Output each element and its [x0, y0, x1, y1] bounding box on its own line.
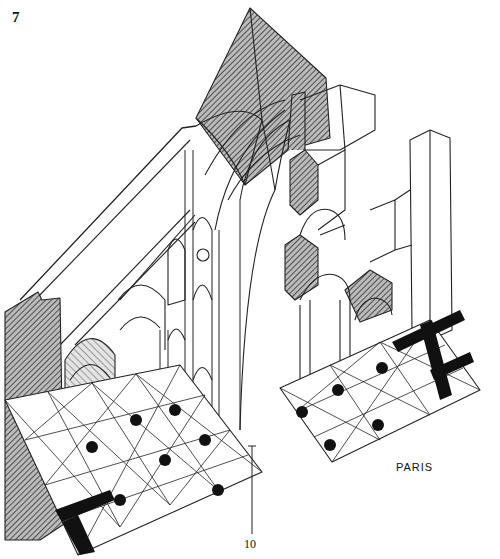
- scale-value: 10: [244, 538, 256, 550]
- place-label: PARIS: [396, 462, 433, 473]
- figure-number: 7: [12, 10, 20, 25]
- floor-plan: [5, 365, 262, 555]
- scale-bar: [252, 446, 253, 534]
